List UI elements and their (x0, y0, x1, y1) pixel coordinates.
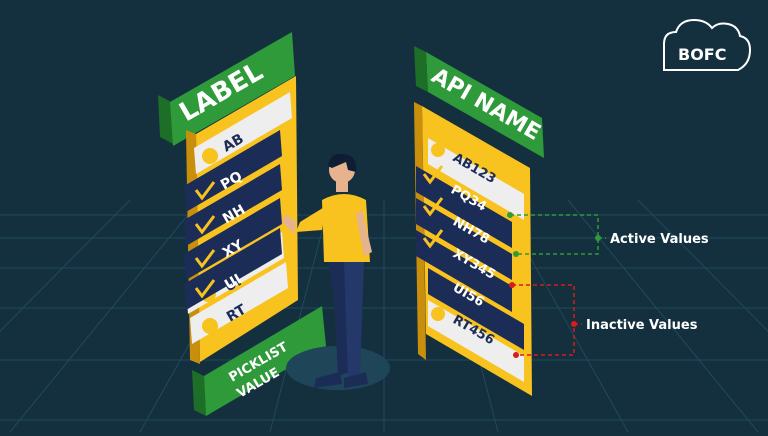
check-icon (194, 279, 216, 299)
check-icon (422, 197, 444, 217)
radio-icon (431, 307, 445, 321)
inactive-values-label: Inactive Values (586, 318, 698, 333)
check-icon (422, 229, 444, 249)
active-dot (513, 251, 519, 257)
picklist-footer-side (192, 370, 206, 416)
check-icon (194, 249, 216, 269)
api-board-side (414, 102, 426, 360)
inactive-dot (509, 282, 515, 288)
inactive-dot (571, 321, 577, 327)
api-header-side (414, 46, 428, 92)
person-illustration (282, 153, 390, 390)
check-icon (422, 165, 444, 185)
bofc-logo: BOFC (663, 18, 752, 71)
active-dot (595, 235, 601, 241)
radio-icon (431, 143, 445, 157)
radio-icon (202, 148, 218, 164)
api-row: NH78 (416, 197, 512, 280)
check-icon (194, 215, 216, 235)
label-header (170, 32, 295, 146)
picklist-footer (204, 306, 326, 416)
radio-icon (202, 318, 218, 334)
api-header (426, 52, 544, 158)
label-row-text: UI (222, 271, 244, 293)
active-values-label: Active Values (610, 232, 709, 247)
inactive-dot (513, 352, 519, 358)
label-row: NH (184, 164, 282, 246)
label-row: AB (194, 92, 292, 174)
check-icon (194, 181, 216, 201)
active-dot (507, 212, 513, 218)
cloud-icon (663, 18, 752, 71)
label-row-ui-check: UI (184, 228, 282, 310)
logo-text: BOFC (678, 45, 726, 64)
api-name-panel: API NAME AB123 PQ34 NH78 XY345 UI56 (414, 46, 545, 396)
